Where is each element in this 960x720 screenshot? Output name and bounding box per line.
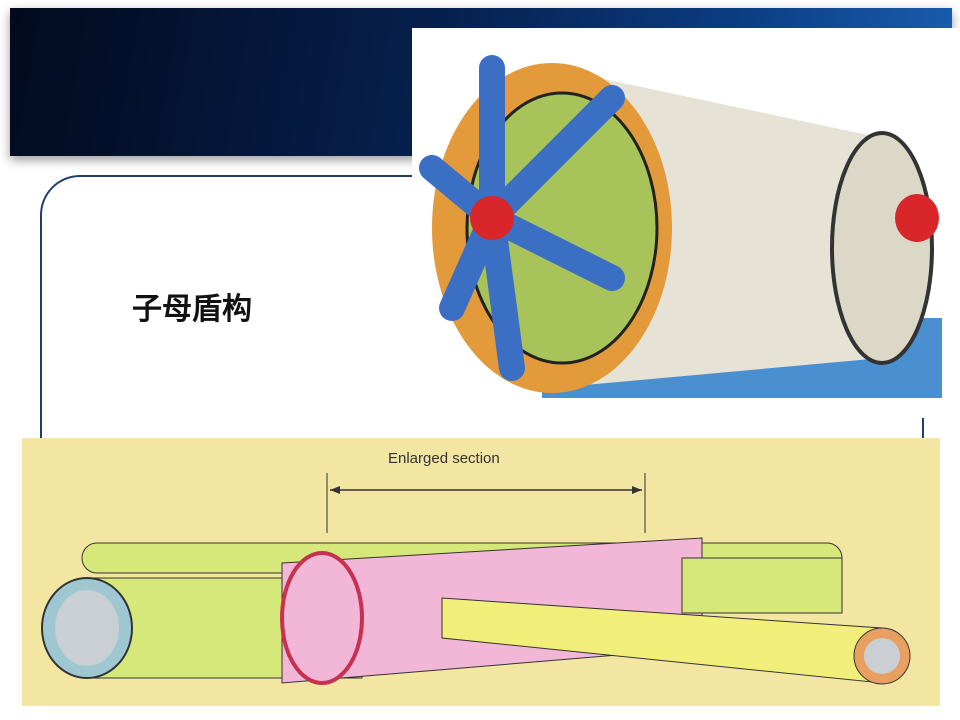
slide-title: 子母盾构 [132,292,252,327]
enlarged-section-diagram: Enlarged section [22,438,940,706]
shield-machine-photo [412,28,960,418]
enlarged-section-label: Enlarged section [388,450,500,467]
